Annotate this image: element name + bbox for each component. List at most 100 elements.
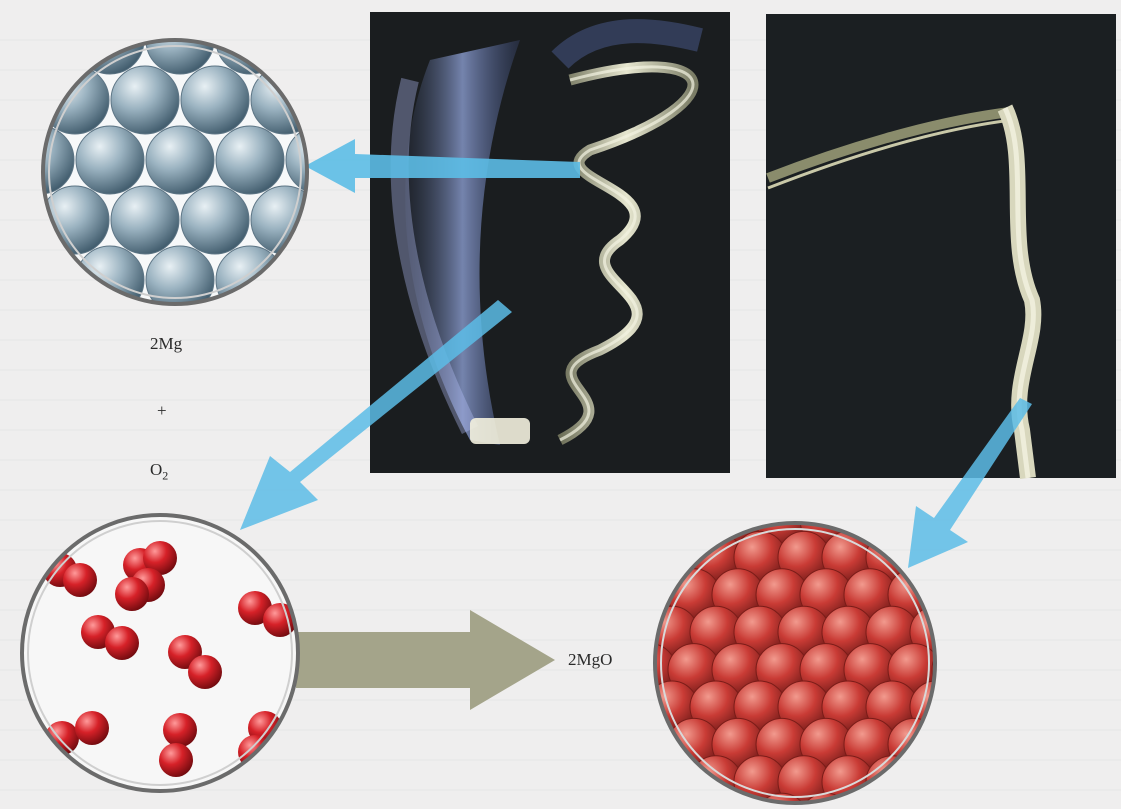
mg-ion — [860, 491, 880, 511]
oxygen-atom — [163, 713, 197, 747]
oxide-ion — [844, 793, 896, 809]
mg-ion — [904, 790, 924, 809]
mg-ion — [948, 566, 968, 586]
mg-ion — [948, 790, 968, 809]
oxide-ion — [910, 756, 962, 808]
oxide-ion — [668, 793, 720, 809]
label-o2-symbol: O — [150, 460, 162, 479]
mg-ion — [1036, 715, 1056, 735]
oxide-ion — [932, 569, 984, 621]
mg-ion — [882, 528, 902, 548]
oxygen-atom — [63, 563, 97, 597]
oxide-ion — [976, 569, 1028, 621]
mg-ion — [992, 715, 1012, 735]
mg-ion — [1036, 566, 1056, 586]
oxide-ion — [932, 718, 984, 770]
mg-ion — [1014, 603, 1034, 623]
mg-ion — [1014, 753, 1034, 773]
mg-ion — [684, 790, 704, 809]
burning-magnesium-photo — [370, 12, 730, 473]
mg-ion — [1036, 641, 1056, 661]
mg-ion — [1036, 790, 1056, 809]
mg-atom — [181, 66, 249, 134]
label-plus: + — [157, 401, 167, 421]
mg-ion — [992, 566, 1012, 586]
mg-ion — [618, 603, 638, 623]
mg-atom — [111, 0, 179, 14]
oxide-ion — [954, 681, 1006, 733]
label-2mgo: 2MgO — [568, 650, 612, 670]
mg-atom — [251, 0, 319, 14]
oxide-ion — [580, 569, 632, 621]
mg-atom — [181, 0, 249, 14]
oxygen-atom — [105, 626, 139, 660]
oxide-ion — [976, 718, 1028, 770]
mg-atom — [111, 66, 179, 134]
mg-ion — [662, 753, 682, 773]
oxide-ion — [602, 531, 654, 583]
mg-ion — [618, 678, 638, 698]
oxygen-atom — [188, 655, 222, 689]
mg-ion — [816, 491, 836, 511]
mg-atom — [216, 126, 284, 194]
mg-ion — [1014, 528, 1034, 548]
mg-ion — [618, 753, 638, 773]
oxide-ion — [998, 606, 1050, 658]
mg-atom — [111, 186, 179, 254]
mg-ion — [992, 790, 1012, 809]
mg-atom — [181, 186, 249, 254]
mg-ion — [640, 566, 660, 586]
mg-ion — [728, 491, 748, 511]
mg-ion — [860, 790, 880, 809]
mg-atom — [0, 0, 39, 14]
oxygen-molecules-circle — [22, 515, 298, 791]
oxygen-atom — [115, 577, 149, 611]
oxide-ion — [998, 531, 1050, 583]
mg-ion — [904, 491, 924, 511]
oxide-ion — [602, 756, 654, 808]
mg-ion — [992, 491, 1012, 511]
mg-ion — [992, 641, 1012, 661]
mg-atom — [321, 0, 389, 14]
oxide-ion — [998, 681, 1050, 733]
oxide-ion — [580, 793, 632, 809]
oxide-ion — [602, 681, 654, 733]
mg-atom — [41, 0, 109, 14]
mg-ion — [970, 528, 990, 548]
mg-atom — [461, 0, 529, 14]
label-o2-subscript: 2 — [162, 468, 168, 482]
reaction-arrow-icon — [296, 610, 555, 710]
oxygen-atom — [75, 711, 109, 745]
oxide-ion — [888, 793, 940, 809]
mg-ion — [640, 715, 660, 735]
mg-ion — [970, 678, 990, 698]
mg-atom — [391, 0, 459, 14]
magnesium-oxide-ash-photo — [766, 14, 1116, 478]
mg-atom — [146, 126, 214, 194]
mg-ion — [948, 641, 968, 661]
magnesium-oxide-circle — [580, 457, 1056, 809]
mg-ion — [640, 790, 660, 809]
oxide-ion — [646, 756, 698, 808]
oxygen-atom — [159, 743, 193, 777]
mg-ion — [1014, 678, 1034, 698]
mg-ion — [772, 491, 792, 511]
oxide-ion — [976, 793, 1028, 809]
mg-ion — [948, 715, 968, 735]
mg-ion — [684, 491, 704, 511]
mg-ion — [926, 753, 946, 773]
mg-ion — [970, 753, 990, 773]
oxide-ion — [624, 793, 676, 809]
oxide-ion — [932, 793, 984, 809]
mg-ion — [640, 491, 660, 511]
oxide-ion — [998, 756, 1050, 808]
mg-ion — [970, 603, 990, 623]
mg-atom — [76, 126, 144, 194]
label-o2: O2 — [150, 460, 168, 483]
label-2mg: 2Mg — [150, 334, 182, 354]
mg-ion — [662, 528, 682, 548]
oxide-ion — [580, 718, 632, 770]
mg-ion — [618, 528, 638, 548]
